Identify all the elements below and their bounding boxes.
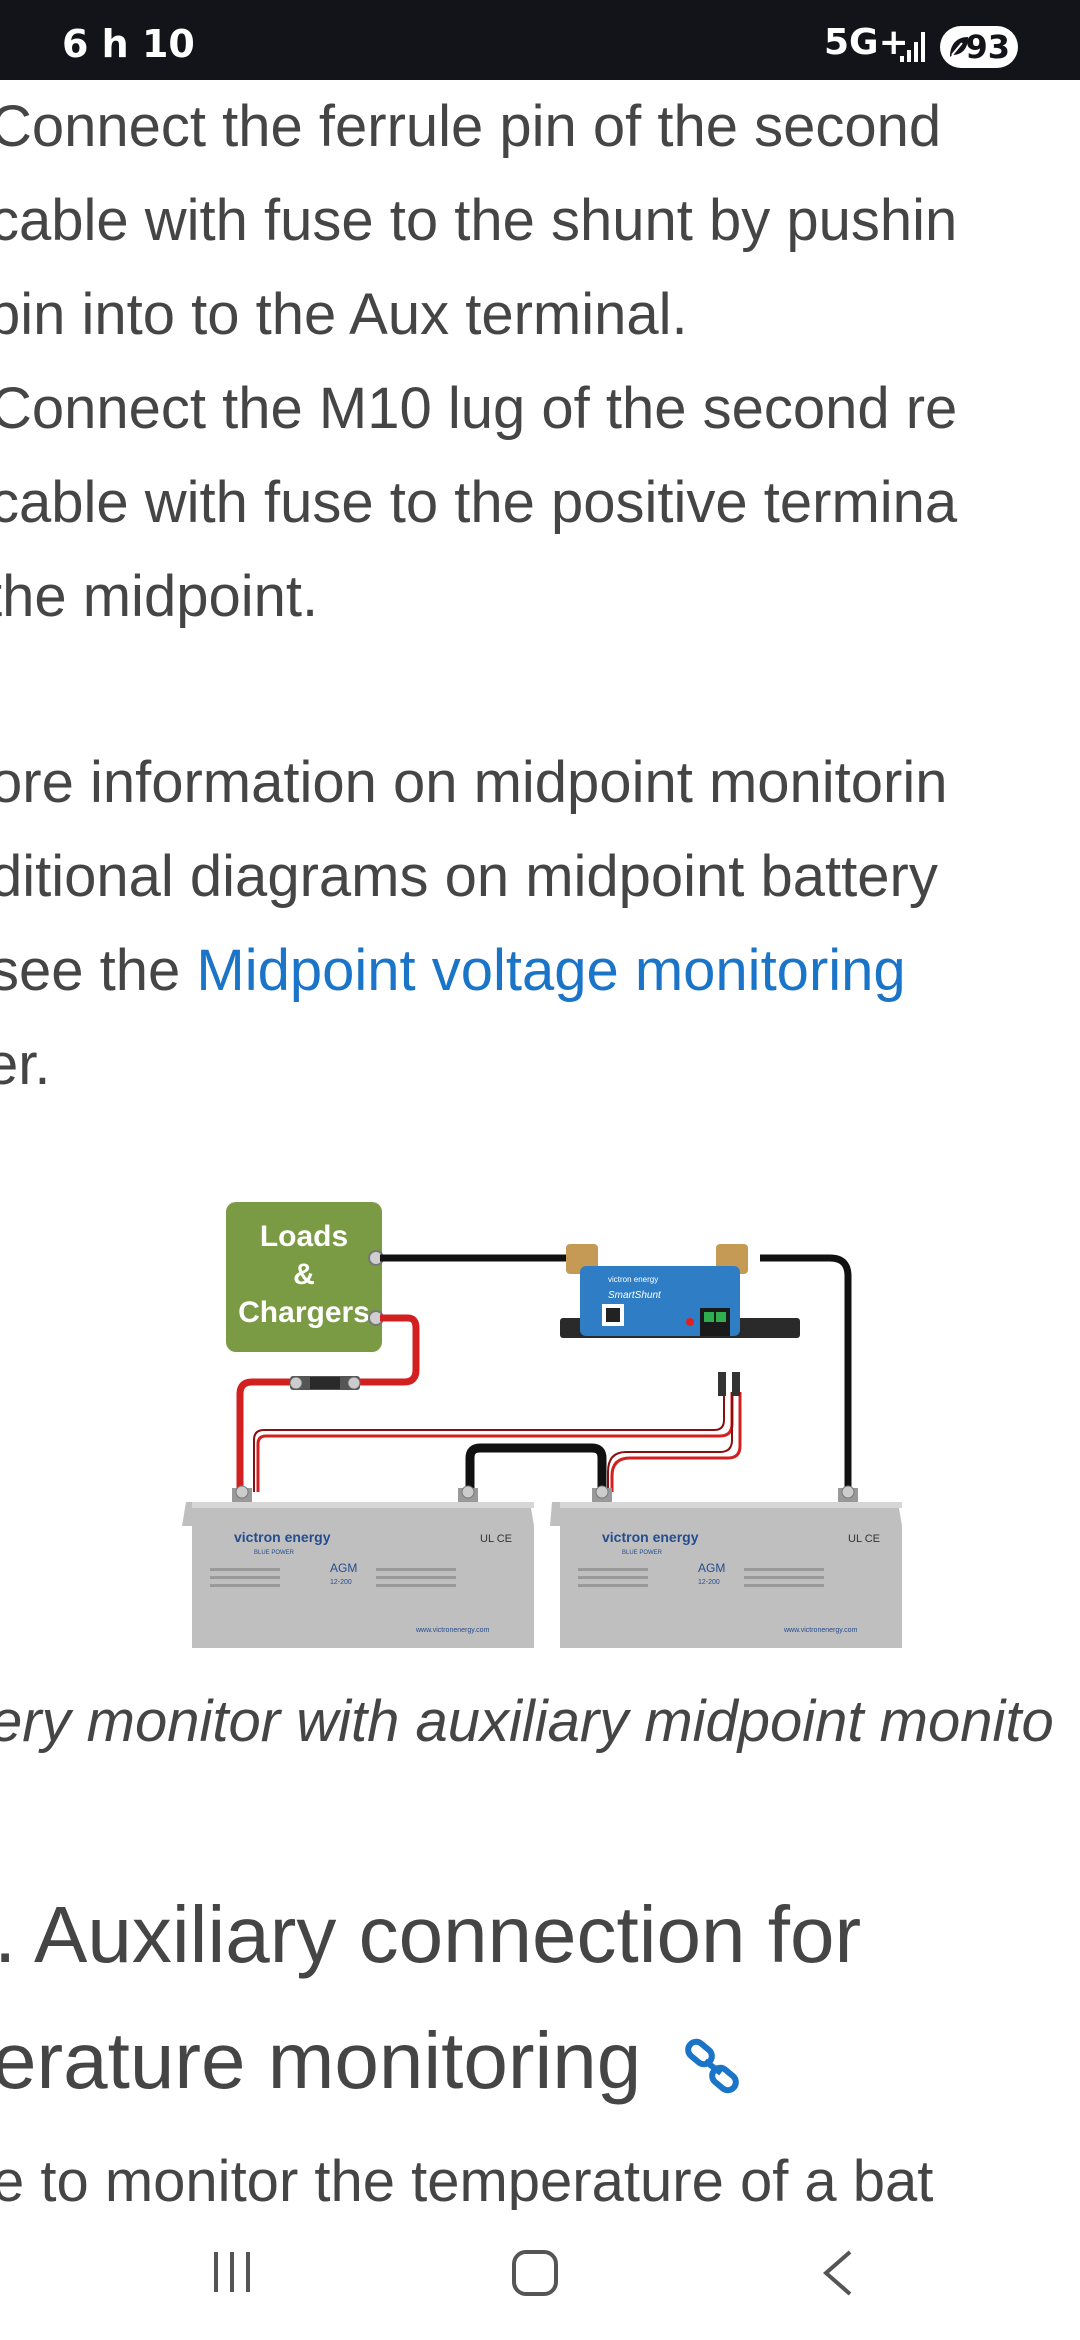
heading-line: erature monitoring xyxy=(0,2016,642,2105)
battery-brand: victron energy xyxy=(602,1529,699,1545)
battery-model: 12-200 xyxy=(330,1579,352,1586)
status-bar: 6 h 10 5G+ 93 xyxy=(0,0,1080,80)
home-icon[interactable] xyxy=(510,2248,560,2298)
info-paragraph: ore information on midpoint monitorin di… xyxy=(0,736,1080,1112)
battery-model: 12-200 xyxy=(698,1579,720,1586)
load-box-line: Chargers xyxy=(238,1296,370,1329)
text-line: er. xyxy=(0,1032,51,1097)
back-icon[interactable] xyxy=(818,2248,858,2298)
battery-sub: BLUE POWER xyxy=(622,1550,663,1556)
battery-cert: UL CE xyxy=(480,1533,512,1545)
aux-cable xyxy=(607,1392,733,1492)
battery-2: victron energy BLUE POWER UL CE AGM 12-2… xyxy=(550,1485,902,1648)
instruction-paragraph: Connect the ferrule pin of the second ca… xyxy=(0,80,1080,644)
section-heading: . Auxiliary connection for erature monit… xyxy=(0,1872,1080,2124)
red-cable xyxy=(360,1314,420,1386)
battery-sub: BLUE POWER xyxy=(254,1550,295,1556)
battery-type: AGM xyxy=(698,1561,725,1575)
text-line: ore information on midpoint monitorin xyxy=(0,750,948,815)
text-line: ditional diagrams on midpoint battery xyxy=(0,844,938,909)
smartshunt: victron energy SmartShunt xyxy=(560,1244,800,1338)
black-cable xyxy=(760,1254,852,1496)
battery-type: AGM xyxy=(330,1561,357,1575)
partial-text-line: e to monitor the temperature of a bat xyxy=(0,2149,934,2210)
text-line: see the Midpoint voltage monitoring xyxy=(0,924,1080,1018)
battery-indicator: 93 xyxy=(940,26,1018,68)
red-cable xyxy=(236,1378,290,1492)
shunt-name: SmartShunt xyxy=(608,1290,662,1301)
battery-website: www.victronenergy.com xyxy=(783,1627,858,1634)
load-box-line: Loads xyxy=(260,1220,348,1253)
text-line: cable with fuse to the positive termina xyxy=(0,470,958,535)
status-time: 6 h 10 xyxy=(62,22,195,66)
battery-level: 93 xyxy=(965,28,1010,66)
midpoint-monitoring-link[interactable]: Midpoint voltage monitoring xyxy=(196,938,906,1003)
anchor-link-icon[interactable] xyxy=(681,2035,745,2099)
battery-brand: victron energy xyxy=(234,1529,331,1545)
signal-icon xyxy=(900,32,925,62)
inline-fuse xyxy=(289,1376,361,1390)
recent-apps-icon[interactable] xyxy=(208,2248,256,2296)
battery-cert: UL CE xyxy=(848,1533,880,1545)
battery-1: victron energy BLUE POWER UL CE AGM 12-2… xyxy=(182,1485,534,1648)
shunt-brand: victron energy xyxy=(608,1275,658,1284)
load-box-line: & xyxy=(293,1258,315,1291)
wiring-diagram: Loads & Chargers victron energy SmartShu… xyxy=(182,1202,902,1648)
text-line: the midpoint. xyxy=(0,564,319,629)
black-cable xyxy=(465,1443,607,1496)
power-saving-icon xyxy=(950,37,968,57)
text-line: pin into to the Aux terminal. xyxy=(0,282,688,347)
text-line: Connect the ferrule pin of the second xyxy=(0,94,942,159)
aux-cable xyxy=(610,1392,742,1492)
aux-cable xyxy=(253,1392,725,1492)
aux-cable xyxy=(256,1392,734,1492)
text-line: Connect the M10 lug of the second re xyxy=(0,376,958,441)
battery-website: www.victronenergy.com xyxy=(415,1627,490,1634)
text-prefix: see the xyxy=(0,938,197,1003)
loads-chargers-box: Loads & Chargers xyxy=(226,1202,384,1352)
figure-caption: ery monitor with auxiliary midpoint moni… xyxy=(0,1689,1054,1754)
text-line: cable with fuse to the shunt by pushin xyxy=(0,188,958,253)
network-type: 5G+ xyxy=(824,22,909,63)
heading-line: . Auxiliary connection for xyxy=(0,1890,862,1979)
navigation-bar xyxy=(0,2214,1080,2340)
